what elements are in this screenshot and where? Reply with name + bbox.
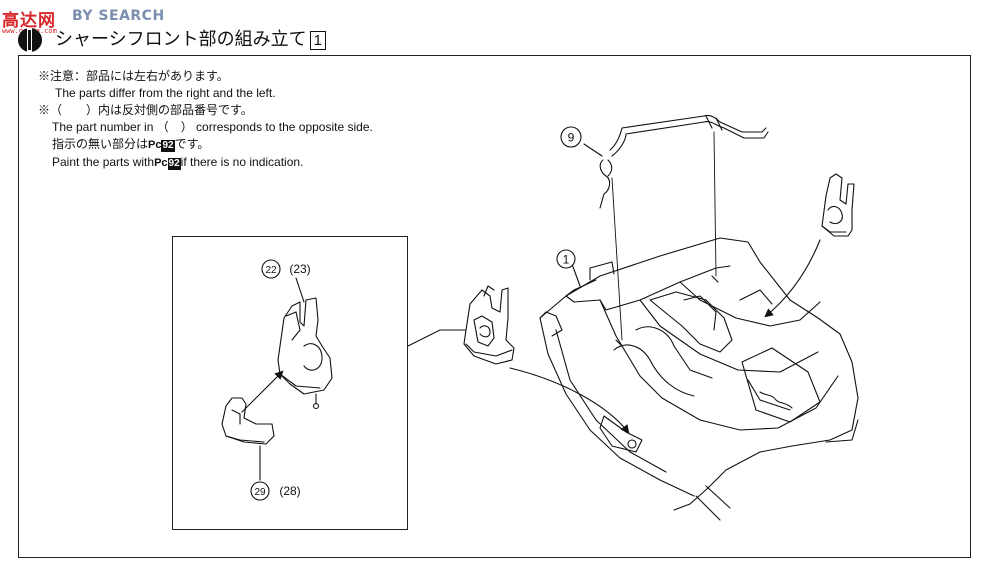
note-paint-en-post: if there is no indication. [180,155,304,169]
detail-inset-frame [172,236,408,530]
note-paint-jp: 指示の無い部分はPc92です。 [38,136,373,154]
inset-part-22 [277,297,333,410]
part-number-23: (23) [289,262,310,276]
part-1-chassis [539,237,859,521]
note-paint-en: Paint the parts withPc92if there is no i… [38,154,373,172]
watermark-cn: 高达网 [2,11,56,31]
watermark-en: BY SEARCH [72,8,165,24]
instruction-frame [18,55,971,558]
step-badge-icon [18,28,42,52]
part-22-main [463,285,515,365]
title-text: シャーシフロント部の組み立て [55,29,307,50]
part-9-rod [599,114,769,341]
note-opposite-en: The part number in （ ） corresponds to th… [52,120,373,134]
part-number-1: 1 [563,253,570,267]
note-paint-en-pre: Paint the parts with [52,155,155,169]
inset-part-29 [221,397,275,445]
note-paint-jp-pre: 指示の無い部分は [52,137,149,151]
callout-29-28: 29 (28) [250,481,301,501]
part-23-right [821,173,855,237]
arrow-icon-2 [509,367,630,434]
paint-number-badge: 92 [161,140,175,152]
notes-block: ※注意：部品には左右があります。 The parts differ from t… [38,68,373,172]
callout-9: 9 [560,126,582,148]
note-paint-jp-post: です。 [174,137,210,151]
step-number-box: 1 [309,31,326,50]
paint-code-icon: Pc [148,139,162,151]
callout-1: 1 [556,249,576,269]
note-lr-en: The parts differ from the right and the … [55,86,276,100]
paint-code-icon-2: Pc [154,157,168,169]
part-number-28: (28) [279,484,300,498]
part-number-29: 29 [254,487,266,498]
paint-number-badge-2: 92 [167,158,181,170]
note-lr-jp: ※注意：部品には左右があります。 [38,69,229,83]
part-number-22: 22 [265,265,277,276]
note-opposite-jp: ※（ ）内は反対側の部品番号です。 [38,103,253,117]
part-number-9: 9 [568,131,575,145]
arrow-icon-3 [764,239,821,318]
callout-22-23: 22 (23) [261,259,311,279]
arrow-icon [241,370,284,413]
